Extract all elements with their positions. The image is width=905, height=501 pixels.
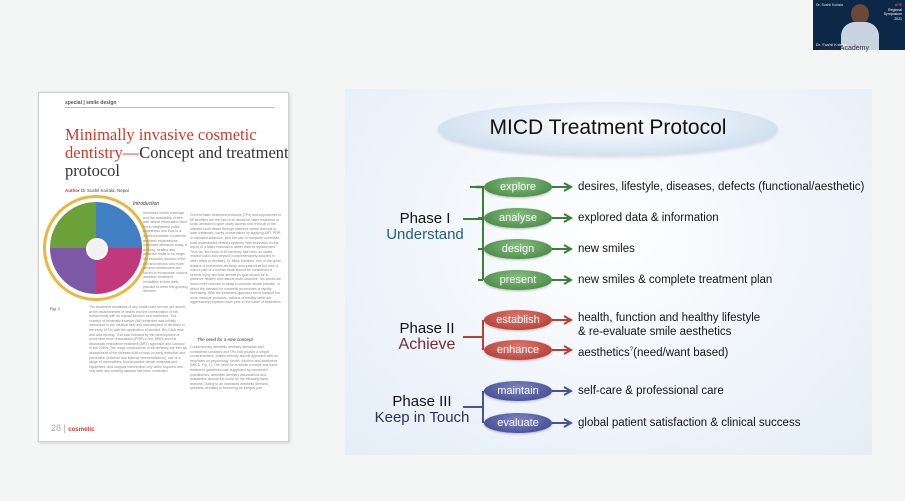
slide-title: MICD Treatment Protocol [489,116,727,139]
micd-diagram-center [86,238,108,260]
step-explore-pill: explore [484,177,552,197]
step-establish-pill: establish [484,310,552,330]
phase-1-number: Phase I [399,210,451,227]
body-column-left: The treatment modalities of any health c… [89,305,187,374]
step-enhance-desc-sup: ? [629,347,634,353]
step-enhance-desc-main: aesthetics [578,346,630,359]
step-analyse-desc: explored data & information [578,212,719,224]
protocol-slide: MICD Treatment Protocol [345,89,872,455]
presenter-name-bottom: Dr. Sushil Koirala [816,42,847,47]
step-enhance-pill: enhance [484,340,552,360]
phase-2-number: Phase II [399,320,455,337]
magazine-brand: cosmetic [68,427,95,433]
author-label: Author [65,188,80,193]
step-enhance-desc: aesthetics?(need/want based) [578,344,728,360]
micd-diagram-ring [43,195,149,301]
banner-brand: APE [894,3,902,7]
presenter-body [841,22,879,50]
phase-3-number: Phase III [392,393,452,410]
presenter-head [851,4,869,24]
phase-3-label: Phase III Keep in Touch [367,394,477,426]
step-present-desc: new smiles & complete treatment plan [578,274,773,286]
magazine-page: special | smile design Minimally invasiv… [38,92,289,442]
presenter-name-top: Dr. Sushil Koirala [816,3,843,7]
step-enhance-desc-tail: (need/want based) [633,346,729,359]
need-heading: The need for a new concept [197,337,253,342]
step-maintain-desc: self-care & professional care [578,385,724,397]
article-title-red: Minimally invasive cosmetic dentistry— [65,125,257,162]
step-present-pill: present [484,270,552,290]
phase-1-name: Understand [386,226,464,243]
banner-line2: Symposium [883,12,902,16]
body-column-right-text: Current basic treatment protocols (TPs) … [190,213,282,305]
video-caption: Global Academy [818,45,869,52]
phase-connectors [463,182,574,428]
body-column-right: Current basic treatment protocols (TPs) … [190,213,282,423]
banner-line1: Regional [888,7,902,12]
author-name: Dr Sushil Koirala, Nepal [81,188,129,193]
phase-2-name: Achieve [398,336,456,353]
title-oval [438,102,778,156]
intro-text: Increased media coverage and the availab… [143,211,188,294]
magazine-footer: 28 | cosmetic [51,423,95,433]
phase-2-label: Phase II Achieve [377,321,477,353]
figure-label: Fig. 1 [50,306,61,311]
step-evaluate-desc: global patient satisfaction & clinical s… [578,417,801,429]
intro-heading: Introduction [133,201,160,207]
header-divider [65,107,275,108]
body-column-right-2: Contemporary aesthetic dentistry demands… [190,345,278,391]
magazine-header: special | smile design [65,100,117,106]
phase-1-label: Phase I Understand [375,211,475,243]
symposium-banner: APE Regional Symposium 2021 [878,3,902,21]
step-design-desc: new smiles [578,243,635,255]
banner-year: 2021 [894,16,902,21]
phase-3-name: Keep in Touch [374,409,470,426]
article-title: Minimally invasive cosmetic dentistry—Co… [65,125,289,180]
step-analyse-pill: analyse [484,208,552,228]
step-design-pill: design [484,239,552,259]
phase3-bracket [463,391,484,423]
presenter-video[interactable]: Dr. Sushil Koirala APE Regional Symposiu… [813,0,905,50]
step-establish-desc-2: & re-evaluate smile aesthetics [578,326,732,338]
step-maintain-pill: maintain [484,381,552,401]
step-evaluate-pill: evaluate [484,413,552,433]
phase2-bracket [463,320,484,350]
page-number: 28 [51,423,62,433]
article-title-dark: Concept and treatment protocol [65,143,289,180]
article-author: Author Dr Sushil Koirala, Nepal [65,188,129,193]
step-explore-desc: desires, lifestyle, diseases, defects (f… [578,181,865,193]
step-establish-desc: health, function and healthy lifestyle [578,312,761,324]
